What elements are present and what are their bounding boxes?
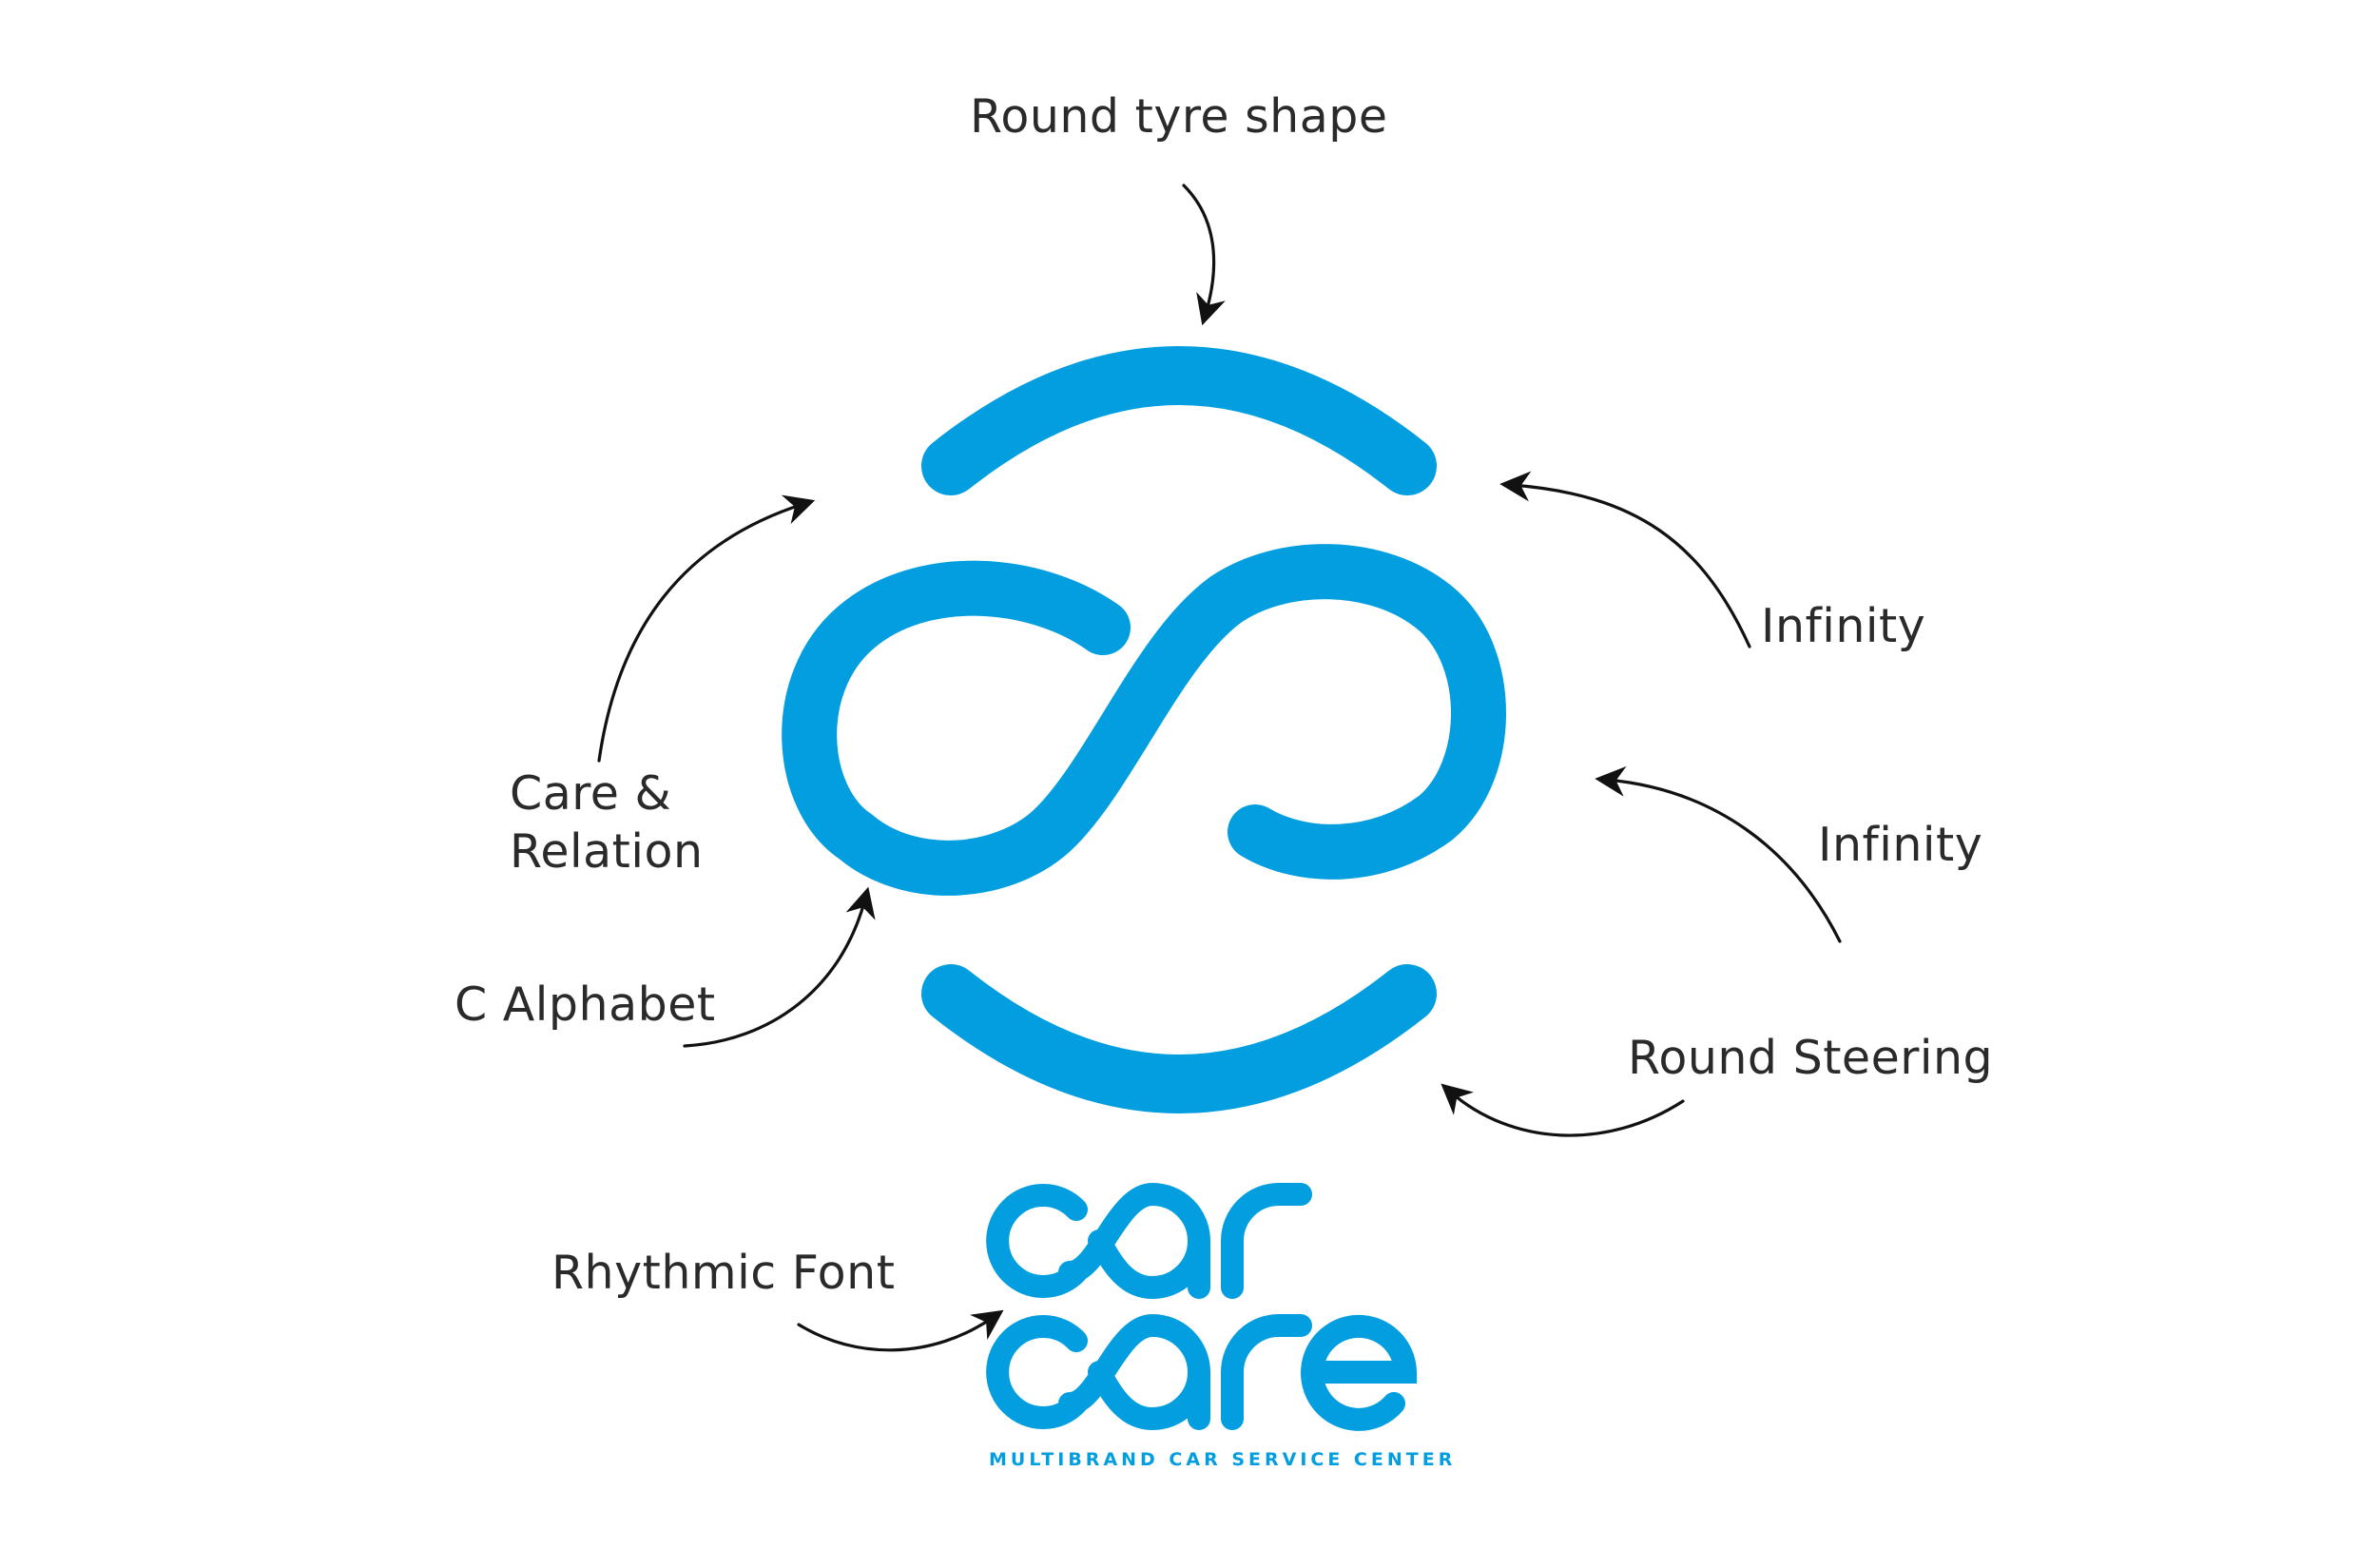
wordmark-logo — [986, 1182, 1418, 1431]
label-care-relation-line2: Relation — [510, 824, 704, 880]
logo-tagline: MULTIBRAND CAR SERVICE CENTER — [989, 1449, 1457, 1470]
emblem — [782, 346, 1506, 1113]
label-care-relation-line1: Care & — [510, 766, 672, 821]
label-round-tyre-shape: Round tyre shape — [970, 89, 1388, 144]
wordmark-car — [986, 1182, 1312, 1300]
arrow-rhythmic-font — [797, 1309, 1004, 1352]
arrow-infinity-middle — [1595, 765, 1842, 943]
emblem-bottom-arc — [921, 964, 1437, 1113]
glyph-c — [986, 1184, 1088, 1298]
glyph-a — [1058, 1182, 1210, 1300]
label-care-relation: Care & Relation — [510, 765, 704, 881]
glyph-a2 — [1058, 1313, 1210, 1431]
glyph-c2 — [986, 1315, 1088, 1429]
label-rhythmic-font: Rhythmic Font — [551, 1246, 896, 1300]
arrow-round-tyre-shape — [1182, 184, 1226, 326]
arrow-care-relation — [597, 494, 816, 763]
glyph-e — [1301, 1314, 1418, 1431]
label-infinity-middle: Infinity — [1818, 818, 1983, 872]
glyph-r — [1221, 1183, 1312, 1299]
emblem-infinity — [782, 544, 1506, 896]
emblem-top-arc — [921, 346, 1437, 495]
arrow-c-alphabet — [683, 886, 876, 1048]
arrow-round-steering — [1441, 1083, 1685, 1137]
label-c-alphabet: C Alphabet — [454, 978, 716, 1032]
label-infinity-top: Infinity — [1761, 599, 1926, 653]
wordmark-care — [986, 1313, 1418, 1431]
label-round-steering: Round Steering — [1628, 1031, 1994, 1085]
arrow-infinity-top — [1499, 471, 1751, 648]
annotation-arrows — [597, 184, 1842, 1352]
glyph-r2 — [1221, 1314, 1312, 1430]
